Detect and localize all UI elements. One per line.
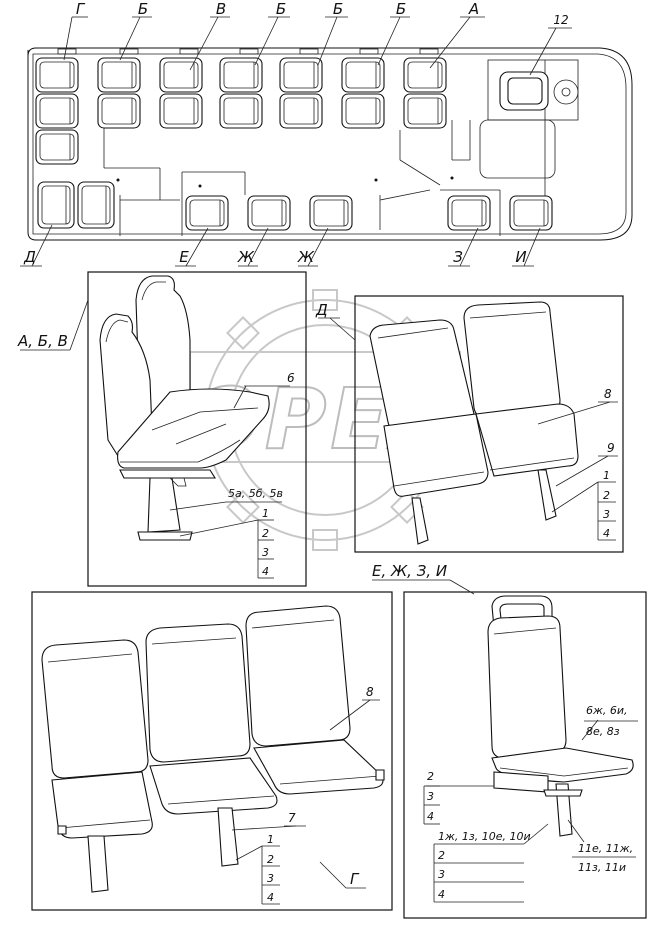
- label-seat-d: Д: [23, 248, 36, 266]
- label-row-b-3: Б: [333, 0, 343, 18]
- plan-seat-icon: [341, 57, 385, 93]
- view-abv-item-table: 1 2 3 4: [257, 507, 274, 579]
- plan-seat-icon: [219, 93, 263, 129]
- label-row-a: А: [468, 0, 479, 18]
- plan-seat-icon: [279, 93, 323, 129]
- label-driver-seat-12: 12: [553, 13, 568, 27]
- view-g-item-4: 4: [267, 891, 274, 904]
- plan-seat-icon: [35, 129, 79, 165]
- plan-seat-icon: [279, 57, 323, 93]
- plan-seat-icon: [35, 93, 79, 129]
- view-d-item-2: 2: [603, 489, 610, 502]
- view-ezhzi-item-table: 1ж, 1з, 10е, 10и 2 3 4: [433, 830, 531, 903]
- plan-seat-icon: [97, 93, 141, 129]
- label-row-v: В: [216, 0, 226, 18]
- view-d-item-table: 1 2 3 4: [597, 469, 616, 541]
- view-ezhzi-item-2: 2: [438, 849, 445, 862]
- view-g-item-1: 1: [267, 833, 274, 846]
- view-ezhzi-bracket-item-3: 3: [427, 790, 434, 803]
- view-g-item-table: 1 2 3 4: [261, 833, 280, 905]
- view-abv-item-2: 2: [262, 527, 269, 540]
- view-d-part-8: 8: [604, 387, 612, 401]
- triple-seat-g: [41, 605, 385, 893]
- label-seat-e: Е: [179, 248, 189, 266]
- plan-seat-icon: [159, 93, 203, 129]
- view-g-title: Г: [350, 870, 360, 888]
- plan-seat-group: [35, 57, 553, 231]
- plan-seat-icon: [447, 195, 491, 231]
- plan-seat-icon: [219, 57, 263, 93]
- plan-seat-icon: [97, 57, 141, 93]
- label-seat-i: И: [515, 248, 526, 266]
- view-g-item-2: 2: [267, 853, 274, 866]
- view-ezhzi-bracket-item-4: 4: [427, 810, 434, 823]
- view-ezhzi: Е, Ж, З, И 6ж, 6и, 8е, 8з 2: [372, 562, 647, 919]
- view-ezhzi-item-1: 1ж, 1з, 10е, 10и: [438, 830, 531, 843]
- label-seat-zh-2: Ж: [297, 248, 315, 266]
- view-ezhzi-leg-part-b: 11з, 11и: [578, 861, 626, 874]
- label-seat-z: З: [453, 248, 463, 266]
- view-ezhzi-title: Е, Ж, З, И: [372, 562, 447, 580]
- view-ezhzi-item-4: 4: [438, 888, 445, 901]
- view-g-part-7: 7: [288, 811, 296, 825]
- plan-seat-icon: [309, 195, 353, 231]
- plan-seat-icon: [37, 181, 75, 229]
- driver-seat-icon: [499, 71, 549, 111]
- view-d-part-9: 9: [607, 441, 615, 455]
- view-abv-item-3: 3: [262, 546, 269, 559]
- label-row-g: Г: [76, 0, 86, 18]
- plan-seat-icon: [77, 181, 115, 229]
- view-ezhzi-cushion-part-a: 6ж, 6и,: [586, 704, 628, 717]
- plan-seat-icon: [35, 57, 79, 93]
- view-ezhzi-leg-part-a: 11е, 11ж,: [578, 842, 633, 855]
- single-seat-ezhzi: [487, 595, 634, 837]
- view-abv-part-6: 6: [287, 371, 295, 385]
- view-g-part-8: 8: [366, 685, 374, 699]
- label-seat-zh-1: Ж: [237, 248, 255, 266]
- view-abv: А, Б, В 6 5а, 5б, 5в: [17, 271, 307, 587]
- view-abv-title: А, Б, В: [17, 332, 68, 350]
- view-ezhzi-cushion-part-b: 8е, 8з: [586, 725, 620, 738]
- view-ezhzi-item-3: 3: [438, 868, 445, 881]
- view-g: Г 8 7: [31, 591, 393, 911]
- view-abv-item-4: 4: [262, 565, 269, 578]
- plan-seat-icon: [403, 93, 447, 129]
- plan-seat-icon: [509, 195, 553, 231]
- label-row-b-1: Б: [138, 0, 148, 18]
- view-abv-item-1: 1: [262, 507, 269, 520]
- view-d-item-1: 1: [603, 469, 610, 482]
- double-seat-abv: [99, 275, 270, 541]
- view-d-item-4: 4: [603, 527, 610, 540]
- plan-seat-icon: [185, 195, 229, 231]
- label-row-b-4: Б: [396, 0, 406, 18]
- label-row-b-2: Б: [276, 0, 286, 18]
- plan-seat-icon: [341, 93, 385, 129]
- view-d-title: Д: [315, 301, 328, 319]
- double-seat-d: [369, 301, 579, 545]
- plan-seat-icon: [159, 57, 203, 93]
- plan-seat-icon: [247, 195, 291, 231]
- view-ezhzi-bracket-table: 2 3 4: [423, 770, 440, 825]
- plan-seat-icon: [403, 57, 447, 93]
- view-ezhzi-bracket-item-2: 2: [427, 770, 434, 783]
- view-g-item-3: 3: [267, 872, 274, 885]
- bus-plan: Г Б В Б Б Б А 12 Д Е Ж Ж З И: [20, 0, 633, 267]
- view-d-item-3: 3: [603, 508, 610, 521]
- view-d: Д 8 9: [315, 295, 624, 553]
- view-abv-part-5: 5а, 5б, 5в: [228, 487, 283, 500]
